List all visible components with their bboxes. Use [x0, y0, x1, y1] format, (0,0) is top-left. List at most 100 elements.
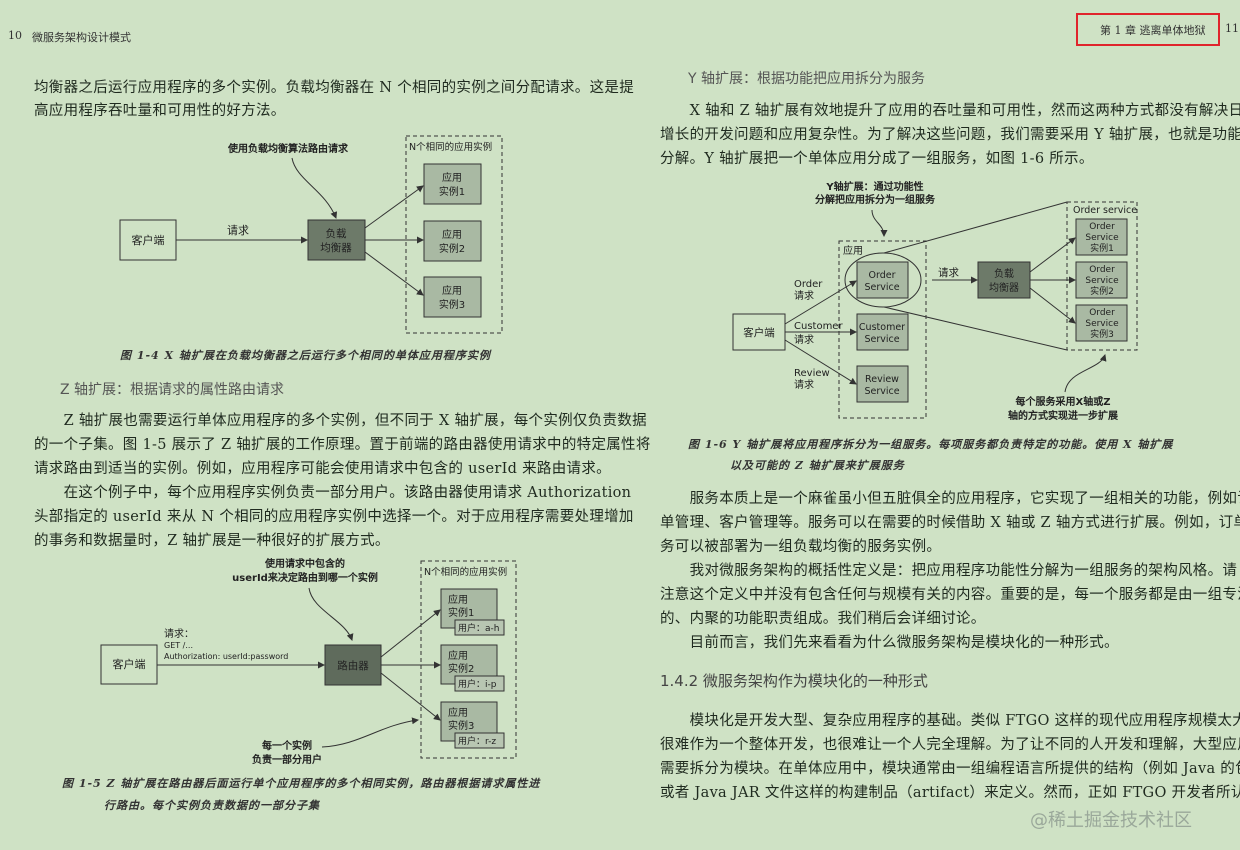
- svg-text:Order: Order: [1089, 265, 1115, 275]
- svg-text:应用: 应用: [448, 706, 468, 719]
- paragraph-line: 在这个例子中，每个应用程序实例负责一部分用户。该路由器使用请求 Authoriz…: [34, 485, 632, 501]
- paragraph-line: 注意这个定义中并没有包含任何与规模有关的内容。重要的是，每一个服务都是由一组专注: [660, 587, 1240, 603]
- paragraph-line: 务可以被部署为一组负载均衡的服务实例。: [660, 539, 942, 555]
- router-box: [324, 644, 382, 686]
- svg-text:Service: Service: [1085, 233, 1119, 243]
- svg-text:实例1: 实例1: [448, 606, 474, 619]
- svg-text:Order: Order: [1089, 222, 1115, 232]
- customer-request-label: Customer: [794, 321, 843, 332]
- fig14-group-label: N个相同的应用实例: [409, 141, 492, 153]
- fig15-callout2: 负责一部分用户: [252, 753, 322, 766]
- paragraph-line: 的一个子集。图 1-5 展示了 Z 轴扩展的工作原理。置于前端的路由器使用请求中…: [34, 437, 651, 453]
- svg-text:实例3: 实例3: [439, 298, 465, 311]
- fig15-callout: userId来决定路由到哪一个实例: [232, 571, 378, 584]
- load-balancer-box: [307, 219, 366, 261]
- svg-text:实例2: 实例2: [448, 662, 474, 675]
- request-header: Authorization: userId:password: [164, 652, 288, 661]
- order-service-group: [1066, 201, 1138, 351]
- paragraph-line: 我对微服务架构的概括性定义是：把应用程序功能性分解为一组服务的架构风格。请: [660, 563, 1238, 579]
- paragraph-line: 的事务和数据量时，Z 轴扩展是一种很好的扩展方式。: [34, 533, 390, 549]
- svg-text:用户：r-z: 用户：r-z: [458, 735, 496, 747]
- fig15-group-label: N个相同的应用实例: [424, 566, 507, 578]
- paragraph-line: 服务本质上是一个麻雀虽小但五脏俱全的应用程序，它实现了一组相关的功能，例如订: [660, 491, 1240, 507]
- svg-text:Order: Order: [869, 270, 896, 281]
- paragraph-line: 或者 Java JAR 文件这样的构建制品（artifact）来定义。然而，正如…: [660, 785, 1240, 801]
- request-label: 请求: [938, 266, 959, 279]
- paragraph-line: X 轴和 Z 轴扩展有效地提升了应用的吞吐量和可用性，然而这两种方式都没有解决日…: [660, 103, 1240, 119]
- svg-text:Service: Service: [864, 386, 899, 397]
- page-number-left: 10: [8, 29, 22, 42]
- order-request-label: Order: [794, 279, 823, 290]
- figure-caption: 行路由。每个实例负责数据的一部分子集: [104, 799, 320, 812]
- paragraph-line: 请求路由到适当的实例。例如，应用程序可能会使用请求中包含的 userId 来路由…: [34, 461, 611, 477]
- subsection-heading: 1.4.2 微服务架构作为模块化的一种形式: [660, 672, 928, 690]
- paragraph-line: 均衡器之后运行应用程序的多个实例。负载均衡器在 N 个相同的实例之间分配请求。这…: [34, 80, 635, 96]
- svg-text:应用: 应用: [448, 593, 468, 606]
- review-request-label: Review: [794, 368, 830, 379]
- section-heading: Y 轴扩展：根据功能把应用拆分为服务: [688, 71, 926, 87]
- svg-text:Service: Service: [864, 282, 899, 293]
- page-number-right: 11: [1225, 22, 1239, 35]
- lb-label: 均衡器: [320, 242, 352, 254]
- client-label: 客户端: [113, 657, 146, 671]
- svg-text:应用: 应用: [448, 649, 468, 662]
- svg-text:Service: Service: [864, 334, 899, 345]
- svg-text:Customer: Customer: [859, 322, 905, 333]
- svg-text:实例1: 实例1: [439, 185, 465, 198]
- fig14-callout: 使用负载均衡算法路由请求: [227, 142, 349, 155]
- paragraph-line: 单管理、客户管理等。服务可以在需要的时候借助 X 轴或 Z 轴方式进行扩展。例如…: [660, 515, 1240, 531]
- svg-text:Order: Order: [1089, 308, 1115, 318]
- svg-text:应用: 应用: [442, 284, 462, 297]
- svg-text:应用: 应用: [442, 228, 462, 241]
- lb-label: 负载: [994, 267, 1014, 280]
- svg-text:实例2: 实例2: [439, 242, 465, 255]
- svg-text:Service: Service: [1085, 276, 1119, 286]
- book-title: 微服务架构设计模式: [32, 31, 131, 44]
- request-label: 请求：: [164, 627, 194, 640]
- fig16-callout2: 每个服务采用X轴或Z: [1016, 395, 1111, 408]
- paragraph-line: Z 轴扩展也需要运行单体应用程序的多个实例，但不同于 X 轴扩展，每个实例仅负责…: [34, 413, 647, 429]
- lb-label: 负载: [326, 227, 347, 240]
- figure-caption: 图 1-6 Y 轴扩展将应用程序拆分为一组服务。每项服务都负责特定的功能。使用 …: [688, 438, 1174, 451]
- request-line: GET /...: [164, 641, 193, 650]
- request-label: 请求: [227, 224, 249, 237]
- section-heading: Z 轴扩展：根据请求的属性路由请求: [60, 382, 285, 398]
- paragraph-line: 很难作为一个整体开发，也很难让一个人完全理解。为了让不同的人开发和理解，大型应用: [660, 737, 1240, 753]
- paragraph-line: 分解。Y 轴扩展把一个单体应用分成了一组服务，如图 1-6 所示。: [660, 151, 1094, 167]
- svg-text:用户：a-h: 用户：a-h: [458, 622, 499, 634]
- instances-group: [420, 560, 517, 759]
- paragraph-line: 目前而言，我们先来看看为什么微服务架构是模块化的一种形式。: [660, 635, 1119, 651]
- svg-text:实例3: 实例3: [1090, 328, 1114, 340]
- svg-text:用户：i-p: 用户：i-p: [458, 678, 497, 690]
- fig15-callout: 使用请求中包含的: [264, 557, 345, 570]
- order-service-group-label: Order service: [1073, 205, 1137, 216]
- svg-text:实例1: 实例1: [1090, 242, 1114, 254]
- chapter-title: 第 1 章 逃离单体地狱: [1100, 24, 1206, 37]
- watermark: @稀土掘金技术社区: [1030, 810, 1192, 831]
- order-request-label: 请求: [794, 289, 814, 302]
- lb-label: 均衡器: [989, 282, 1019, 294]
- fig15-callout2: 每一个实例: [262, 739, 312, 752]
- figure-caption: 以及可能的 Z 轴扩展来扩展服务: [730, 459, 905, 472]
- order-service-highlight: [844, 252, 922, 308]
- svg-text:Review: Review: [865, 374, 899, 385]
- customer-request-label: 请求: [794, 333, 814, 346]
- svg-text:Service: Service: [1085, 319, 1119, 329]
- paragraph-line: 需要拆分为模块。在单体应用中，模块通常由一组编程语言所提供的结构（例如 Java…: [660, 761, 1240, 777]
- svg-text:实例3: 实例3: [448, 719, 474, 732]
- callout-arrow: [291, 157, 338, 219]
- paragraph-line: 高应用程序吞吐量和可用性的好方法。: [34, 103, 286, 119]
- fig16-callout2: 轴的方式实现进一步扩展: [1008, 409, 1118, 422]
- svg-text:实例2: 实例2: [1090, 285, 1114, 297]
- fig16-callout: Y轴扩展：通过功能性: [825, 180, 923, 193]
